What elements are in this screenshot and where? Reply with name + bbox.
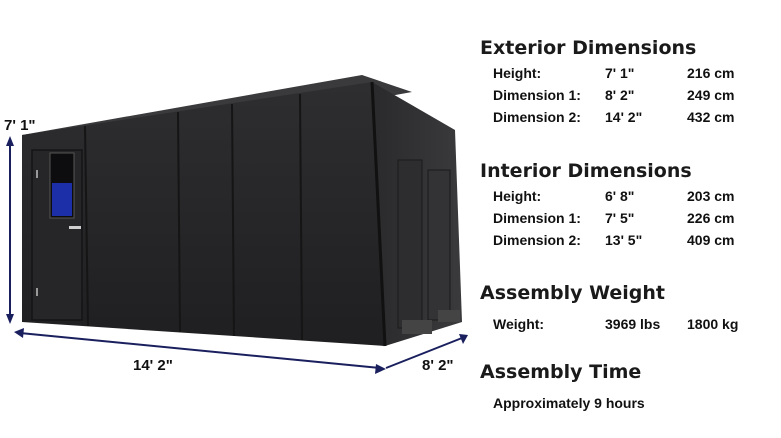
spec-imperial: 3969 lbs [605, 316, 661, 332]
spec-row: Weight: 3969 lbs 1800 kg [480, 313, 767, 335]
section-title: Assembly Time [480, 361, 642, 383]
spec-imperial: 14' 2" [605, 109, 643, 125]
booth-illustration: 7' 1" 14' 2" 8' 2" [4, 75, 468, 374]
spec-row: Height: 6' 8" 203 cm [480, 185, 767, 207]
spec-metric: 226 cm [687, 210, 735, 226]
spec-label: Weight: [493, 316, 545, 332]
section-title: Assembly Weight [480, 282, 666, 304]
spec-imperial: 8' 2" [605, 87, 635, 103]
spec-metric: 432 cm [687, 109, 735, 125]
booth-front-face [22, 82, 385, 346]
spec-imperial: 7' 1" [605, 65, 635, 81]
spec-imperial: 13' 5" [605, 232, 643, 248]
interior-dimensions-section: Interior Dimensions Height: 6' 8" 203 cm D… [480, 157, 767, 251]
spec-label: Dimension 2: [493, 232, 581, 248]
spec-row: Height: 7' 1" 216 cm [480, 62, 767, 84]
spec-imperial: 7' 5" [605, 210, 635, 226]
spec-imperial: 6' 8" [605, 188, 635, 204]
spec-label: Height: [493, 65, 542, 81]
spec-label: Height: [493, 188, 542, 204]
assembly-time-value: Approximately 9 hours [480, 392, 645, 414]
spec-label: Dimension 1: [493, 87, 581, 103]
height-dimension-label: 7' 1" [4, 117, 36, 134]
spec-label: Dimension 2: [493, 109, 581, 125]
assembly-time-section: Assembly Time Approximately 9 hours [480, 358, 645, 414]
spec-metric: 216 cm [687, 65, 735, 81]
spec-metric: 249 cm [687, 87, 735, 103]
section-title: Exterior Dimensions [480, 37, 697, 59]
spec-row: Dimension 1: 8' 2" 249 cm [480, 84, 767, 106]
spec-row: Dimension 1: 7' 5" 226 cm [480, 207, 767, 229]
spec-row: Dimension 2: 14' 2" 432 cm [480, 106, 767, 128]
length-dimension-label: 14' 2" [133, 357, 173, 374]
spec-metric: 409 cm [687, 232, 735, 248]
section-title: Interior Dimensions [480, 160, 692, 182]
booth-door-handle [69, 226, 81, 229]
booth-drawing [6, 75, 468, 374]
assembly-time-text: Approximately 9 hours [493, 395, 645, 411]
spec-metric: 203 cm [687, 188, 735, 204]
spec-label: Dimension 1: [493, 210, 581, 226]
exterior-dimensions-section: Exterior Dimensions Height: 7' 1" 216 cm D… [480, 34, 767, 128]
spec-row: Dimension 2: 13' 5" 409 cm [480, 229, 767, 251]
spec-metric: 1800 kg [687, 316, 739, 332]
assembly-weight-section: Assembly Weight Weight: 3969 lbs 1800 kg [480, 279, 767, 335]
width-dimension-label: 8' 2" [422, 357, 454, 374]
